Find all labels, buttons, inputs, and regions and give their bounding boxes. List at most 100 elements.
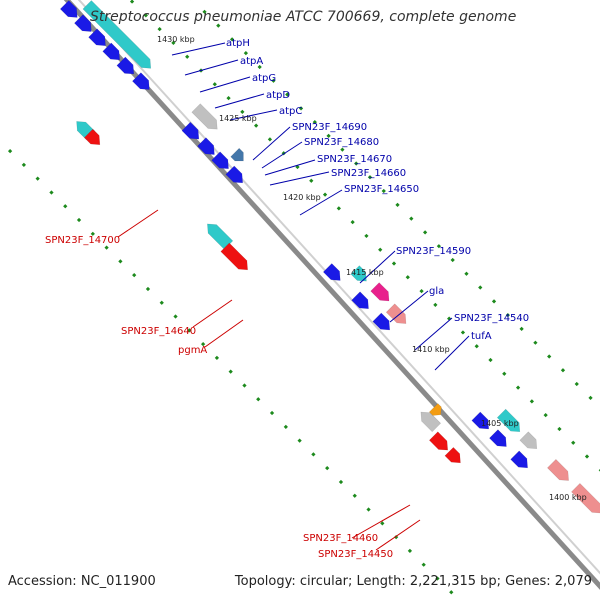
tick-mark — [435, 576, 440, 581]
tick-mark — [433, 302, 438, 307]
leader-line — [199, 76, 251, 93]
tick-mark — [588, 395, 593, 400]
leader-line — [389, 290, 429, 323]
tick-mark — [381, 188, 386, 194]
label-leaders — [117, 42, 470, 551]
tick-mark — [450, 257, 455, 263]
tick-mark — [422, 230, 428, 235]
tick-mark — [159, 300, 164, 305]
tick-mark — [228, 369, 233, 374]
gene-label: SPN23F_14670 — [317, 154, 392, 165]
tick-mark — [529, 399, 534, 404]
scale-label: 1425 kbp — [219, 114, 257, 123]
accession-text: Accession: NC_011900 — [8, 574, 156, 589]
tick-mark — [256, 397, 261, 402]
gene-arrow — [225, 165, 243, 184]
topology-text: Topology: circular; Length: 2,221,315 bp… — [234, 574, 592, 589]
gene-label: atpD — [266, 90, 290, 101]
tick-mark — [488, 357, 493, 363]
gene-arrow — [428, 403, 442, 416]
tick-mark — [560, 368, 566, 373]
gene-label: SPN23F_14690 — [292, 122, 367, 133]
scale-label: 1430 kbp — [157, 35, 195, 44]
tick-mark — [407, 548, 413, 554]
leader-line — [351, 504, 411, 539]
leader-line — [184, 59, 239, 76]
gene-arrow — [102, 42, 120, 61]
leader-line — [359, 250, 396, 284]
tick-mark — [449, 590, 454, 595]
gene-arrow — [83, 128, 101, 146]
tick-mark — [378, 247, 383, 252]
gene-label: SPN23F_14450 — [318, 549, 393, 560]
tick-mark — [547, 354, 552, 359]
tick-mark — [352, 493, 357, 498]
tick-mark — [216, 23, 221, 28]
gene-label: SPN23F_14590 — [396, 246, 471, 257]
gene-label: SPN23F_14460 — [303, 533, 378, 544]
tick-mark — [242, 383, 247, 388]
tick-mark — [212, 82, 217, 87]
genome-title: Streptococcus pneumoniae ATCC 700669, co… — [90, 9, 517, 25]
leader-line — [204, 319, 244, 348]
tick-mark — [391, 261, 397, 266]
tick-mark — [311, 452, 316, 457]
gene-arrow — [116, 56, 135, 75]
tick-mark — [491, 299, 497, 304]
tick-mark — [557, 426, 562, 432]
tick-mark — [395, 202, 400, 207]
tick-mark — [478, 285, 483, 290]
gene-arrow — [207, 223, 234, 250]
tick-mark — [243, 51, 249, 56]
tick-mark — [309, 178, 314, 183]
leader-line — [229, 109, 278, 121]
gene-arrow — [322, 263, 341, 281]
tick-mark — [421, 562, 426, 567]
tick-mark — [157, 27, 162, 32]
tick-mark — [380, 521, 385, 526]
gene-label: SPN23F_14650 — [344, 184, 419, 195]
gene-arrow — [420, 411, 442, 433]
leader-line — [414, 317, 453, 351]
leader-line — [261, 141, 303, 169]
tick-mark — [409, 216, 414, 221]
tick-mark — [267, 137, 273, 142]
gene-arrow — [496, 408, 521, 433]
leader-line — [434, 335, 470, 371]
tick-mark — [187, 328, 192, 333]
tick-mark — [145, 286, 151, 292]
gene-label: SPN23F_14680 — [304, 137, 379, 148]
leader-line — [171, 42, 226, 56]
scale-label: 1400 kbp — [549, 493, 587, 502]
tick-mark — [63, 204, 68, 209]
tick-mark — [505, 312, 510, 318]
gene-label: atpA — [240, 56, 263, 67]
tick-mark — [143, 13, 148, 18]
gene-arrow — [220, 242, 248, 271]
tick-mark — [254, 123, 259, 128]
gene-label: atpC — [279, 106, 302, 117]
gene-label: pgmA — [178, 345, 207, 356]
gene-arrow — [181, 121, 200, 140]
gene-features — [59, 0, 600, 514]
tick-mark — [460, 330, 466, 335]
leader-line — [214, 93, 265, 109]
gene-arrow — [197, 137, 215, 155]
gene-label: atpG — [252, 73, 276, 84]
tick-mark — [132, 273, 137, 278]
tick-mark — [226, 95, 231, 101]
tick-mark — [325, 466, 330, 471]
backbone-line — [63, 0, 600, 590]
gene-arrow — [385, 303, 407, 324]
tick-mark — [367, 175, 373, 180]
tick-mark — [35, 176, 40, 181]
gene-label: SPN23F_14640 — [121, 326, 196, 337]
tick-mark — [322, 192, 328, 197]
tick-mark — [584, 454, 590, 459]
tick-mark — [364, 233, 369, 239]
tick-mark — [240, 109, 245, 114]
tick-mark — [76, 217, 82, 223]
gene-label: tufA — [471, 331, 492, 342]
